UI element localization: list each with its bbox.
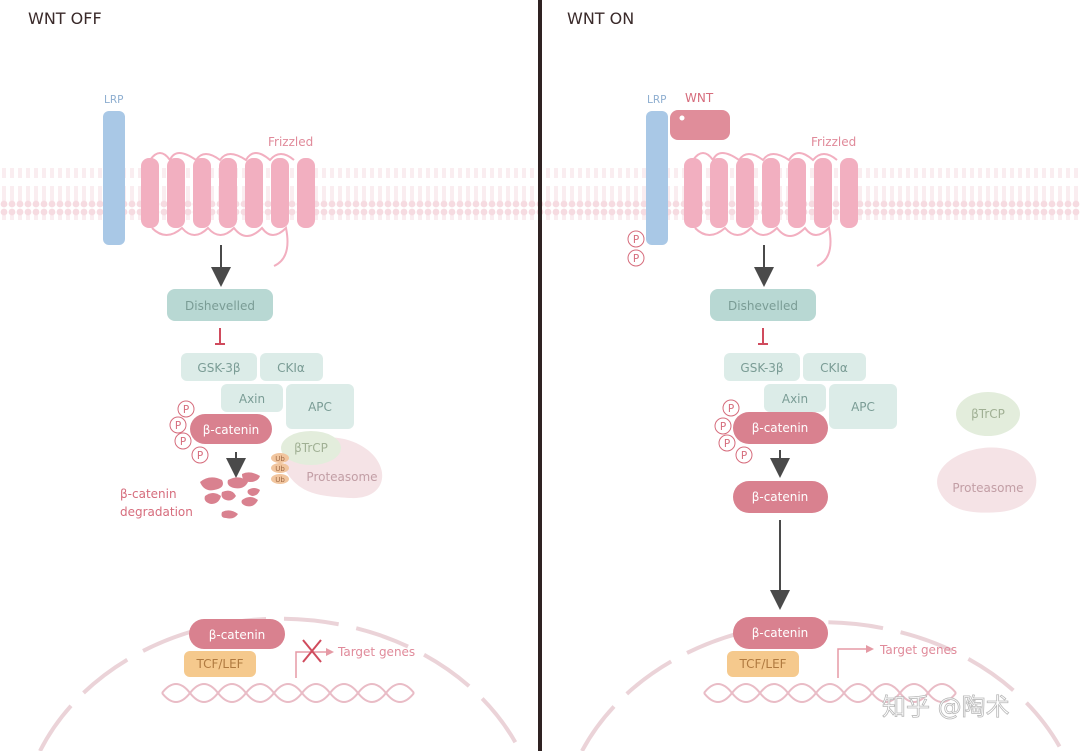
degraded-fragments — [200, 472, 260, 519]
phosphate-label: P — [728, 403, 734, 415]
dna-helix — [703, 683, 957, 703]
dishevelled-box — [167, 289, 273, 321]
ub-label: Ub — [275, 465, 285, 473]
dna-helix — [161, 683, 415, 703]
cki-box — [260, 353, 323, 381]
lrp-receptor — [646, 111, 668, 245]
wnt-ligand — [670, 110, 730, 140]
nuclear-bcatenin-label: β-catenin — [752, 626, 809, 640]
bcatenin-complex-label: β-catenin — [203, 423, 260, 437]
cell-membrane — [0, 168, 538, 220]
free-bcatenin-label: β-catenin — [752, 490, 809, 504]
phosphate-group — [169, 400, 209, 464]
frizzled-receptor — [684, 152, 858, 267]
phosphate-label: P — [197, 450, 203, 462]
degradation-label-line2: degradation — [120, 505, 193, 519]
proteasome-label: Proteasome — [306, 470, 377, 484]
phosphate-label: P — [724, 438, 730, 450]
nuclear-bcatenin-box — [733, 617, 828, 649]
apc-label: APC — [851, 400, 875, 414]
ub-label: Ub — [275, 455, 285, 463]
transcription-arrow-head — [866, 645, 874, 653]
target-genes-label: Target genes — [337, 645, 415, 659]
frizzled-label: Frizzled — [268, 135, 313, 149]
proteasome-label: Proteasome — [952, 481, 1023, 495]
dishevelled-label: Dishevelled — [728, 299, 798, 313]
frizzled-label: Frizzled — [811, 135, 856, 149]
cki-label: CKIα — [820, 361, 848, 375]
blocked-x-icon — [302, 639, 322, 663]
dishevelled-box — [710, 289, 816, 321]
gsk3b-label: GSK-3β — [197, 361, 240, 375]
phosphate-label: P — [175, 420, 181, 432]
watermark-text: 知乎 @陶术 — [882, 693, 1010, 721]
transcription-arrow — [837, 648, 866, 678]
lrp-receptor — [103, 111, 125, 245]
phosphate-label: P — [741, 450, 747, 462]
frizzled-receptor — [141, 152, 315, 267]
panel-wnt-on: WNT ON LRP P P WNT Frizzled Disheve — [542, 9, 1080, 751]
bcatenin-complex-box — [733, 412, 828, 444]
axin-box — [221, 384, 283, 412]
axin-label: Axin — [239, 392, 265, 406]
lrp-label: LRP — [647, 94, 666, 106]
transcription-arrow-head — [326, 648, 334, 656]
phosphate-label: P — [633, 234, 639, 246]
inhibition-mark — [758, 328, 768, 345]
phosphate-label: P — [720, 421, 726, 433]
wnt-highlight — [679, 115, 685, 121]
phosphate-label: P — [180, 436, 186, 448]
target-genes-label: Target genes — [879, 643, 957, 657]
btrcp-shape — [281, 431, 341, 465]
axin-label: Axin — [782, 392, 808, 406]
panel-title: WNT ON — [567, 9, 634, 28]
panel-divider — [538, 0, 542, 751]
ub-label: Ub — [275, 476, 285, 484]
apc-box — [829, 384, 897, 429]
gsk3b-label: GSK-3β — [740, 361, 783, 375]
nuclear-bcatenin-label: β-catenin — [209, 628, 266, 642]
btrcp-label: βTrCP — [971, 407, 1005, 421]
nuclear-envelope — [580, 620, 1064, 751]
tcf-lef-label: TCF/LEF — [738, 657, 786, 671]
tcf-lef-box — [727, 651, 799, 677]
bcatenin-complex-label: β-catenin — [752, 421, 809, 435]
inhibition-mark — [215, 328, 225, 345]
cki-box — [803, 353, 866, 381]
axin-box — [764, 384, 826, 412]
phosphate-label: P — [633, 253, 639, 265]
btrcp-label: βTrCP — [294, 441, 328, 455]
dishevelled-label: Dishevelled — [185, 299, 255, 313]
lrp-phosphate-group — [627, 230, 645, 267]
wnt-label: WNT — [685, 91, 714, 105]
tcf-lef-box — [184, 651, 256, 677]
panel-wnt-off: WNT OFF LRP Frizzled Dishevelled — [0, 9, 538, 751]
phosphate-label: P — [183, 404, 189, 416]
free-bcatenin-box — [733, 481, 828, 513]
cell-membrane — [542, 168, 1080, 220]
btrcp-shape — [956, 392, 1020, 436]
panel-title: WNT OFF — [28, 9, 102, 28]
ubiquitin-chain — [271, 453, 289, 484]
nuclear-envelope — [38, 616, 522, 751]
gsk3b-box — [181, 353, 257, 381]
cki-label: CKIα — [277, 361, 305, 375]
apc-box — [286, 384, 354, 429]
phosphate-group — [714, 399, 753, 464]
transcription-arrow — [295, 651, 326, 678]
lrp-label: LRP — [104, 94, 123, 106]
proteasome-shape — [937, 447, 1037, 513]
nuclear-bcatenin-box — [189, 619, 285, 649]
gsk3b-box — [724, 353, 800, 381]
degradation-label-line1: β-catenin — [120, 487, 177, 501]
bcatenin-complex-box — [190, 414, 272, 444]
tcf-lef-label: TCF/LEF — [195, 657, 243, 671]
apc-label: APC — [308, 400, 332, 414]
